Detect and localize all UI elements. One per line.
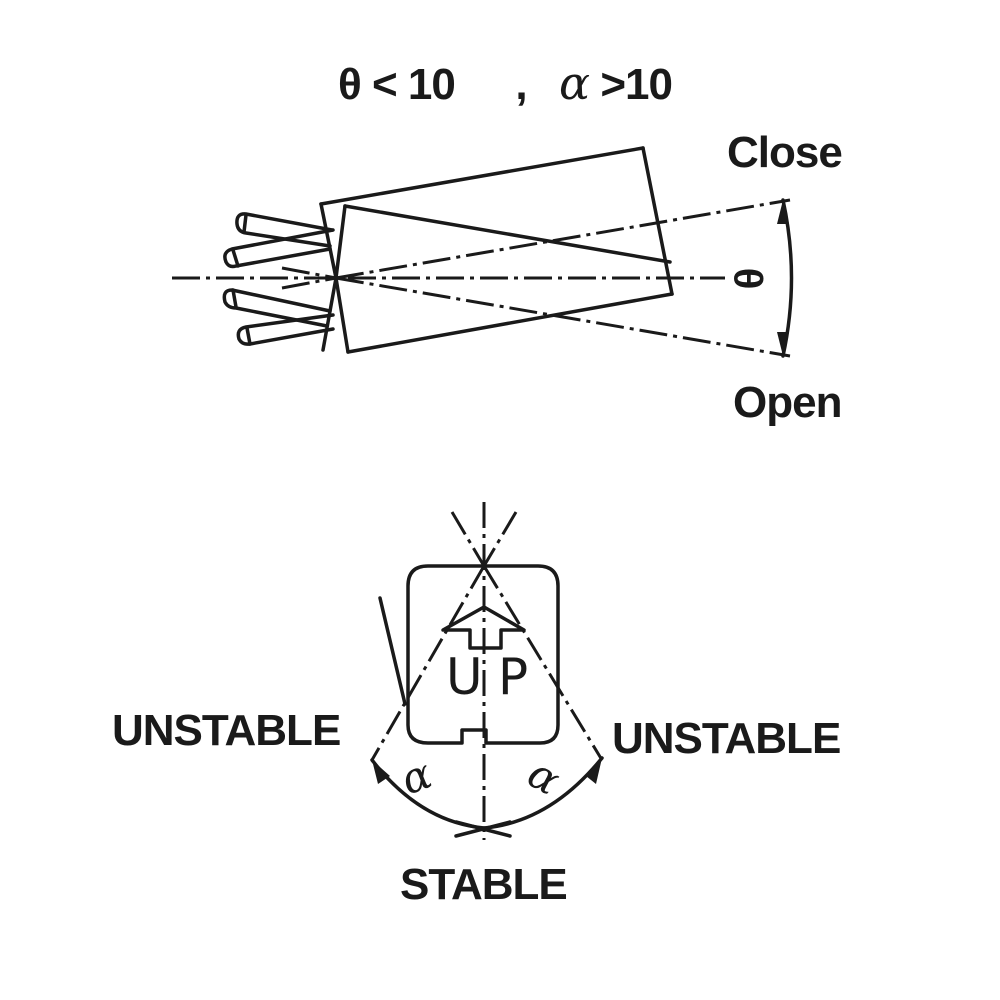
open-label: Open <box>733 378 842 427</box>
up-arrow-icon <box>441 605 526 650</box>
up-letter-p: P <box>498 648 529 706</box>
theta-angle-label: θ <box>725 267 770 290</box>
title-alpha-symbol: α <box>559 56 590 110</box>
title-condition: θ < 10 , α >10 <box>0 56 1000 110</box>
unstable-right-ray <box>482 565 604 761</box>
unstable-right-label: UNSTABLE <box>612 714 841 763</box>
alpha-arrowheads <box>372 758 602 784</box>
close-position-body <box>319 146 674 354</box>
open-position-body <box>334 204 672 354</box>
close-label: Close <box>727 128 843 177</box>
title-alpha-condition: >10 <box>600 60 673 109</box>
up-marker-outline <box>406 564 560 745</box>
title-separator: , <box>515 60 527 109</box>
unstable-left-label: UNSTABLE <box>112 706 341 755</box>
up-letter-u: U <box>446 648 483 706</box>
title-theta-condition: θ < 10 <box>338 60 456 109</box>
open-angle-ray <box>335 276 791 358</box>
theta-arrowheads <box>777 200 789 356</box>
connector-pins <box>222 212 335 346</box>
stable-label: STABLE <box>400 860 568 909</box>
unstable-left-ray <box>370 565 486 761</box>
close-angle-ray <box>335 198 791 280</box>
